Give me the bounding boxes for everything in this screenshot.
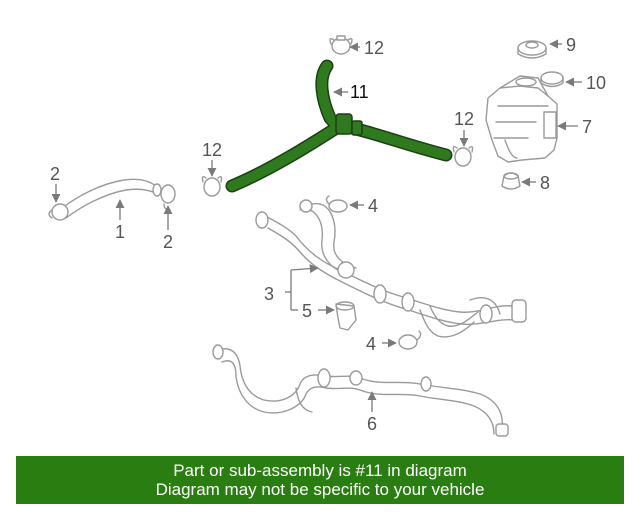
clamp-12-right[interactable] bbox=[452, 145, 474, 167]
callout-10: 10 bbox=[586, 73, 606, 93]
clamp-12-left[interactable] bbox=[201, 175, 223, 197]
coolant-reservoir-part-7[interactable] bbox=[485, 75, 558, 163]
banner-line-part: Part or sub-assembly is #11 in diagram bbox=[173, 461, 467, 480]
clamp-4-bottom[interactable] bbox=[398, 330, 422, 350]
reservoir-cap-part-10[interactable] bbox=[540, 71, 564, 88]
clamp-4-top[interactable] bbox=[325, 195, 348, 213]
hose-part-11-highlighted[interactable] bbox=[225, 59, 453, 193]
clamp-2-left[interactable] bbox=[48, 203, 69, 221]
callout-7: 7 bbox=[582, 117, 592, 137]
callout-12-right: 12 bbox=[454, 109, 474, 129]
callout-1: 1 bbox=[115, 222, 125, 242]
callout-4-bottom: 4 bbox=[366, 334, 376, 354]
callout-5: 5 bbox=[302, 301, 312, 321]
parts-diagram: 12 9 10 11 7 12 12 8 2 4 1 2 3 5 4 6 bbox=[48, 35, 606, 437]
grommet-part-8[interactable] bbox=[501, 172, 521, 190]
callout-2-left: 2 bbox=[50, 164, 60, 184]
callout-2-right: 2 bbox=[163, 232, 173, 252]
callout-3: 3 bbox=[264, 284, 274, 304]
clamp-12-top[interactable] bbox=[329, 35, 353, 55]
callout-6: 6 bbox=[367, 414, 377, 434]
connector-part-5[interactable] bbox=[335, 301, 357, 331]
callout-12-left: 12 bbox=[202, 140, 222, 160]
callout-labels: 12 9 10 11 7 12 12 8 2 4 1 2 3 5 4 6 bbox=[50, 35, 606, 434]
banner-line-disclaimer: Diagram may not be specific to your vehi… bbox=[155, 480, 485, 499]
reservoir-cap-part-9[interactable] bbox=[517, 40, 547, 59]
hose-part-6[interactable] bbox=[212, 344, 509, 437]
callout-9: 9 bbox=[566, 35, 576, 55]
callout-4-top: 4 bbox=[368, 196, 378, 216]
part-info-banner: Part or sub-assembly is #11 in diagram D… bbox=[16, 456, 624, 504]
hose-assembly-part-3[interactable] bbox=[255, 199, 527, 338]
callout-8: 8 bbox=[540, 173, 550, 193]
callout-12-top: 12 bbox=[364, 38, 384, 58]
hose-part-1[interactable] bbox=[61, 178, 162, 219]
callout-11: 11 bbox=[350, 82, 369, 102]
leader-lines bbox=[51, 39, 582, 412]
